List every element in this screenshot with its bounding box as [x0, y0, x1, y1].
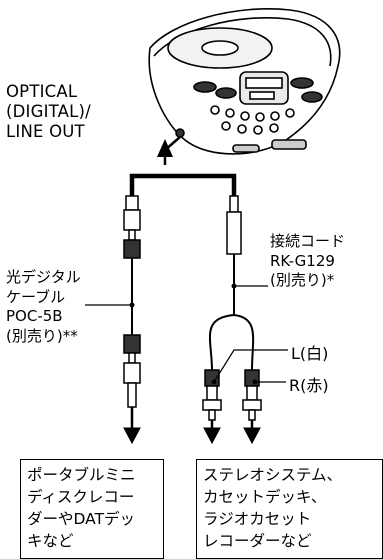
- cd-player-illustration: [148, 8, 341, 155]
- left-channel-label: L(白): [291, 344, 329, 363]
- destination-left-line: キなど: [27, 532, 74, 550]
- destination-right-line: カセットデッキ、: [203, 488, 327, 506]
- connection-cord-label: 接続コード RK-G129 (別売り)*: [270, 232, 345, 291]
- right-channel-label: R(赤): [289, 376, 329, 395]
- optical-cable: [123, 195, 141, 408]
- destination-right-line: ステレオシステム、: [203, 466, 343, 484]
- destination-right-line: レコーダーなど: [203, 532, 312, 550]
- connection-cord-label-line: 接続コード: [270, 232, 346, 250]
- optical-cable-label: 光デジタル ケーブル POC-5B (別売り)**: [6, 268, 81, 346]
- arrow-down-group: [123, 407, 261, 445]
- output-jack-label: OPTICAL (DIGITAL)/ LINE OUT: [6, 82, 91, 142]
- destination-left-line: ポータブルミニ: [27, 466, 136, 484]
- arrow-up: [157, 139, 173, 157]
- connection-cord-label-line: (別売り)*: [270, 271, 335, 289]
- output-label-line: (DIGITAL)/: [6, 102, 91, 121]
- optical-cable-marker: [129, 302, 135, 308]
- optical-cable-label-line: POC-5B: [6, 307, 63, 325]
- connection-cord-marker: [231, 283, 237, 289]
- connection-cord: [202, 195, 262, 421]
- destination-box-left: ポータブルミニ ディスクレコー ダーやDATデッ キなど: [20, 459, 164, 559]
- connection-cord-label-line: RK-G129: [270, 251, 335, 270]
- output-label-line: OPTICAL: [6, 82, 78, 101]
- destination-box-right: ステレオシステム、 カセットデッキ、 ラジオカセット レコーダーなど: [196, 459, 383, 559]
- destination-right-line: ラジオカセット: [203, 510, 312, 528]
- destination-left-line: ディスクレコー: [27, 488, 135, 506]
- optical-cable-label-line: (別売り)**: [6, 326, 78, 345]
- optical-cable-label-line: 光デジタル: [6, 268, 81, 286]
- destination-left-line: ダーやDATデッ: [27, 510, 136, 528]
- left-channel-leader: [213, 349, 288, 383]
- output-label-line: LINE OUT: [6, 122, 85, 141]
- optical-cable-label-line: ケーブル: [6, 287, 66, 306]
